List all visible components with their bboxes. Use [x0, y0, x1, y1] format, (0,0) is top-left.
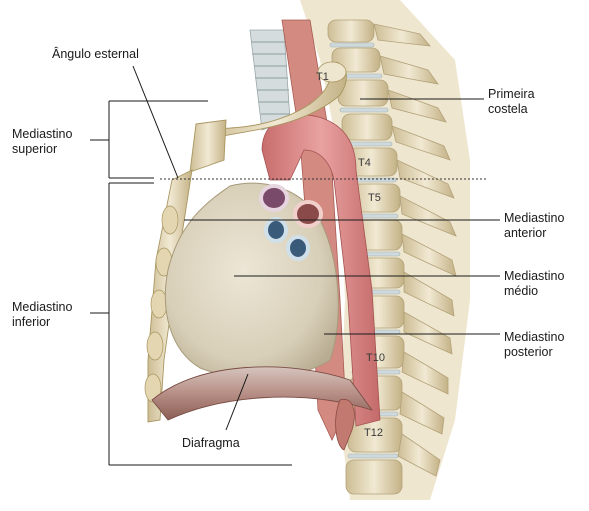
- vertebra-label-t5: T5: [368, 192, 381, 204]
- label-mediastino-superior-line2: superior: [12, 142, 57, 156]
- label-mediastino-anterior-line1: Mediastino: [504, 211, 564, 225]
- vertebra-label-t4: T4: [358, 157, 371, 169]
- label-mediastino-medio-line2: médio: [504, 284, 538, 298]
- label-mediastino-posterior-line1: Mediastino: [504, 330, 564, 344]
- label-mediastino-anterior-line2: anterior: [504, 226, 546, 240]
- label-primeira-costela-line2: costela: [488, 102, 528, 116]
- vertebra-label-t12: T12: [364, 427, 383, 439]
- trachea: [250, 30, 290, 130]
- label-primeira-costela-line1: Primeira: [488, 87, 535, 101]
- vertebra-label-t1: T1: [316, 71, 329, 83]
- label-mediastino-inferior-line2: inferior: [12, 315, 50, 329]
- label-mediastino-medio-line1: Mediastino: [504, 269, 564, 283]
- label-angulo-esternal: Ângulo esternal: [52, 46, 139, 61]
- vertebra-label-t10: T10: [366, 352, 385, 364]
- label-diafragma: Diafragma: [182, 436, 240, 450]
- angulo-esternal-leader: [133, 66, 178, 178]
- label-mediastino-inferior-line1: Mediastino: [12, 300, 72, 314]
- label-mediastino-superior-line1: Mediastino: [12, 127, 72, 141]
- label-mediastino-posterior-line2: posterior: [504, 345, 553, 359]
